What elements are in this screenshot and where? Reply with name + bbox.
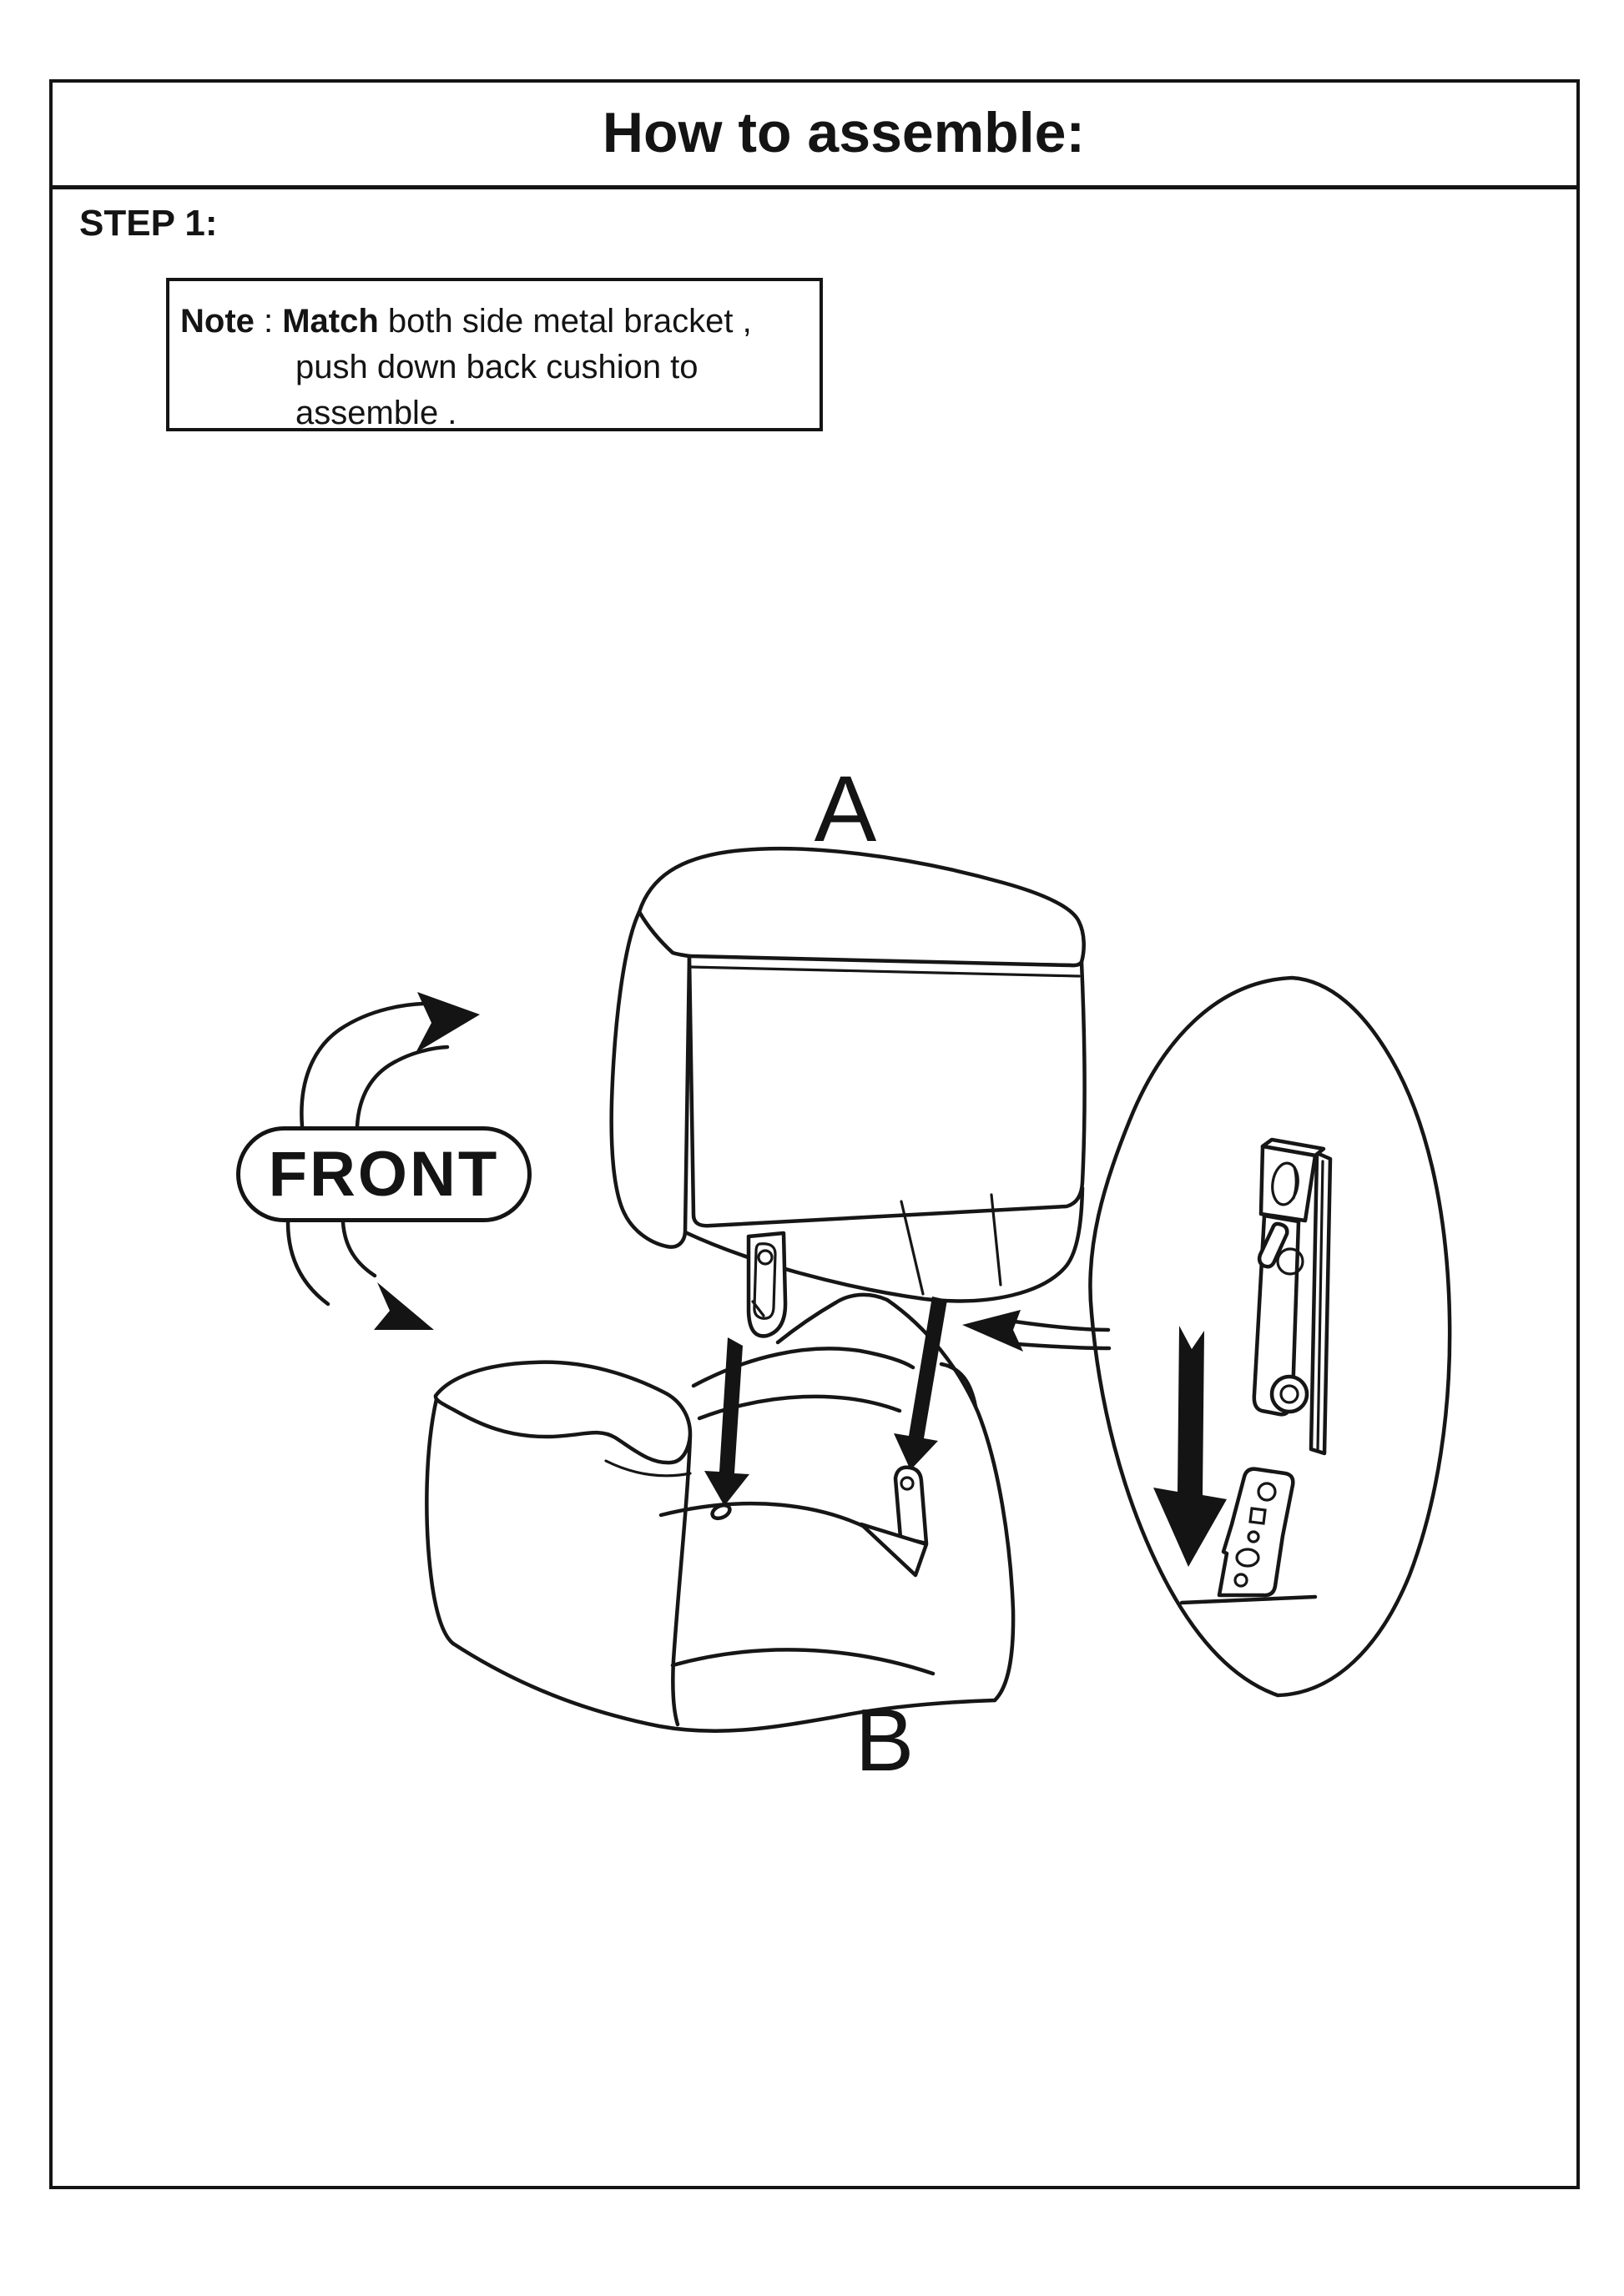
callout-pointer-left-arrow-icon xyxy=(962,1310,1112,1352)
upper-bracket-plate xyxy=(1258,1144,1318,1223)
upper-bracket-plate-hole xyxy=(1271,1161,1299,1206)
lower-bracket-hole-bottom xyxy=(1233,1573,1248,1588)
callout-pointer-head xyxy=(962,1310,1023,1352)
cushion-top-seam xyxy=(688,965,1081,978)
title-band: How to assemble: xyxy=(49,79,1580,189)
cushion-underside-crease-1 xyxy=(900,1200,925,1296)
note-line-1: Note : Match both side metal bracket , xyxy=(169,299,820,345)
upper-bracket-pin xyxy=(1276,1247,1304,1276)
insert-down-arrow-right-icon xyxy=(894,1297,947,1470)
front-upper-arrowhead xyxy=(416,992,480,1053)
bracket-detail-callout xyxy=(962,975,1452,1698)
part-a-label: A xyxy=(814,757,877,861)
front-upper-arrow-outer-line xyxy=(300,1001,443,1129)
cushion-top-panel xyxy=(637,847,1086,968)
right-arm-outer-edge xyxy=(885,1297,1016,1703)
back-cushion-part-a xyxy=(609,847,1087,1338)
seat-front-inner-edge xyxy=(670,1648,936,1676)
note-box: Note : Match both side metal bracket , p… xyxy=(166,278,823,431)
left-arm-inner-edge xyxy=(671,1433,693,1727)
step-heading: STEP 1: xyxy=(79,203,218,244)
front-label: FRONT xyxy=(268,1139,500,1210)
note-line-3: assemble . xyxy=(295,395,457,431)
page-title: How to assemble: xyxy=(602,100,1086,164)
cushion-bracket-hole xyxy=(757,1249,774,1266)
note-separator: : xyxy=(254,303,283,340)
armrest-pad-fold xyxy=(604,1459,692,1478)
cushion-metal-bracket xyxy=(746,1231,788,1338)
lower-bracket-square-hole xyxy=(1248,1507,1267,1525)
seat-base-part-b xyxy=(425,1292,1016,1734)
seat-bottom-edge xyxy=(451,1641,997,1734)
note-line-2: push down back cushion to xyxy=(295,349,699,385)
callout-upper-bracket xyxy=(1252,1137,1333,1456)
lower-bracket-hole-large xyxy=(1235,1548,1260,1568)
cushion-front-panel xyxy=(687,954,1087,1228)
upper-bracket-flap xyxy=(1257,1221,1289,1269)
front-callout-bubble: FRONT xyxy=(236,1126,532,1222)
front-lower-arrow-outer-line xyxy=(285,1220,330,1307)
front-upper-curved-arrow-icon xyxy=(300,992,480,1129)
front-upper-arrow-inner-line xyxy=(355,1045,450,1129)
callout-big-down-arrow-icon xyxy=(1153,1326,1227,1567)
front-lower-arrow-inner-line xyxy=(340,1220,377,1278)
cushion-underside-crease-2 xyxy=(990,1193,1002,1286)
armrest-pad xyxy=(433,1360,693,1465)
upper-bracket-hole-crescent xyxy=(1292,1166,1298,1200)
cushion-bracket-slot xyxy=(753,1242,777,1320)
note-word-note: Note xyxy=(180,303,255,340)
insert-down-arrow-left-icon xyxy=(704,1337,749,1506)
lower-bracket-hole-small xyxy=(1247,1530,1260,1543)
seat-left-bracket-nub xyxy=(710,1503,732,1521)
seat-bracket-dart xyxy=(859,1522,929,1578)
lower-bracket-hole-top xyxy=(1257,1482,1277,1502)
front-lower-curved-arrow-icon xyxy=(285,1220,434,1330)
front-lower-arrowhead xyxy=(374,1282,434,1330)
cushion-bracket-tick xyxy=(751,1300,765,1317)
right-arm-top-edge xyxy=(775,1292,890,1345)
cushion-left-side xyxy=(609,909,692,1249)
callout-ground-line xyxy=(1179,1594,1318,1605)
seat-deck-front-edge xyxy=(658,1501,889,1541)
callout-pointer-tail-upper xyxy=(1012,1319,1111,1332)
note-line-1-rest: both side metal bracket , xyxy=(378,303,752,340)
upper-bracket-boss xyxy=(1269,1374,1309,1414)
left-arm-outer-edge xyxy=(425,1397,456,1646)
callout-pointer-tail-lower xyxy=(1015,1342,1112,1351)
seat-bracket-hole xyxy=(900,1476,915,1491)
note-word-match: Match xyxy=(282,303,379,340)
upper-bracket-boss-inner xyxy=(1279,1384,1299,1404)
callout-lower-bracket xyxy=(1179,1467,1318,1605)
seat-metal-bracket xyxy=(859,1465,929,1578)
upper-bracket-back-strip-line xyxy=(1316,1160,1324,1452)
